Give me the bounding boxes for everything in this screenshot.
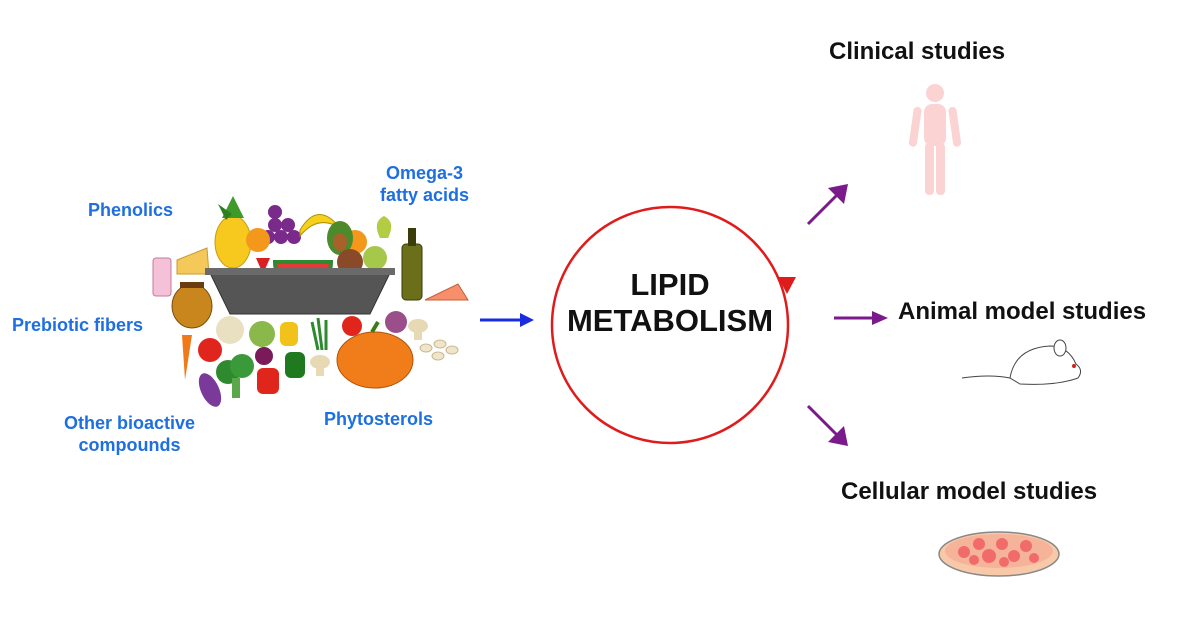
arrow-to-clinical — [806, 184, 848, 226]
omega3-label-line1: Omega-3 — [386, 163, 464, 183]
human-body-icon — [908, 84, 962, 195]
clinical-studies-title: Clinical studies — [829, 38, 1006, 65]
center-label-line1: LIPID — [630, 267, 710, 302]
input-arrow — [480, 313, 534, 327]
omega3-label: Omega-3 fatty acids — [380, 162, 469, 206]
other-bioactive-label: Other bioactive compounds — [64, 412, 195, 456]
cellular-studies-title: Cellular model studies — [841, 478, 1098, 505]
omega3-label-line2: fatty acids — [380, 185, 470, 205]
center-label: LIPID METABOLISM — [540, 267, 800, 339]
arrow-to-cellular — [806, 404, 848, 446]
prebiotic-fibers-label: Prebiotic fibers — [12, 315, 144, 335]
center-label-line2: METABOLISM — [566, 303, 774, 338]
petri-dish-icon — [938, 531, 1060, 577]
metabolism-cycle — [550, 205, 796, 445]
mouse-icon — [961, 339, 1082, 385]
other-bioactive-label-line1: Other bioactive — [64, 413, 196, 433]
arrow-to-animal — [834, 311, 888, 325]
phytosterols-label: Phytosterols — [324, 409, 434, 429]
cycle-arrowhead — [778, 277, 796, 294]
other-bioactive-label-line2: compounds — [78, 435, 181, 455]
phenolics-label: Phenolics — [88, 200, 174, 220]
animal-studies-title: Animal model studies — [898, 298, 1147, 325]
